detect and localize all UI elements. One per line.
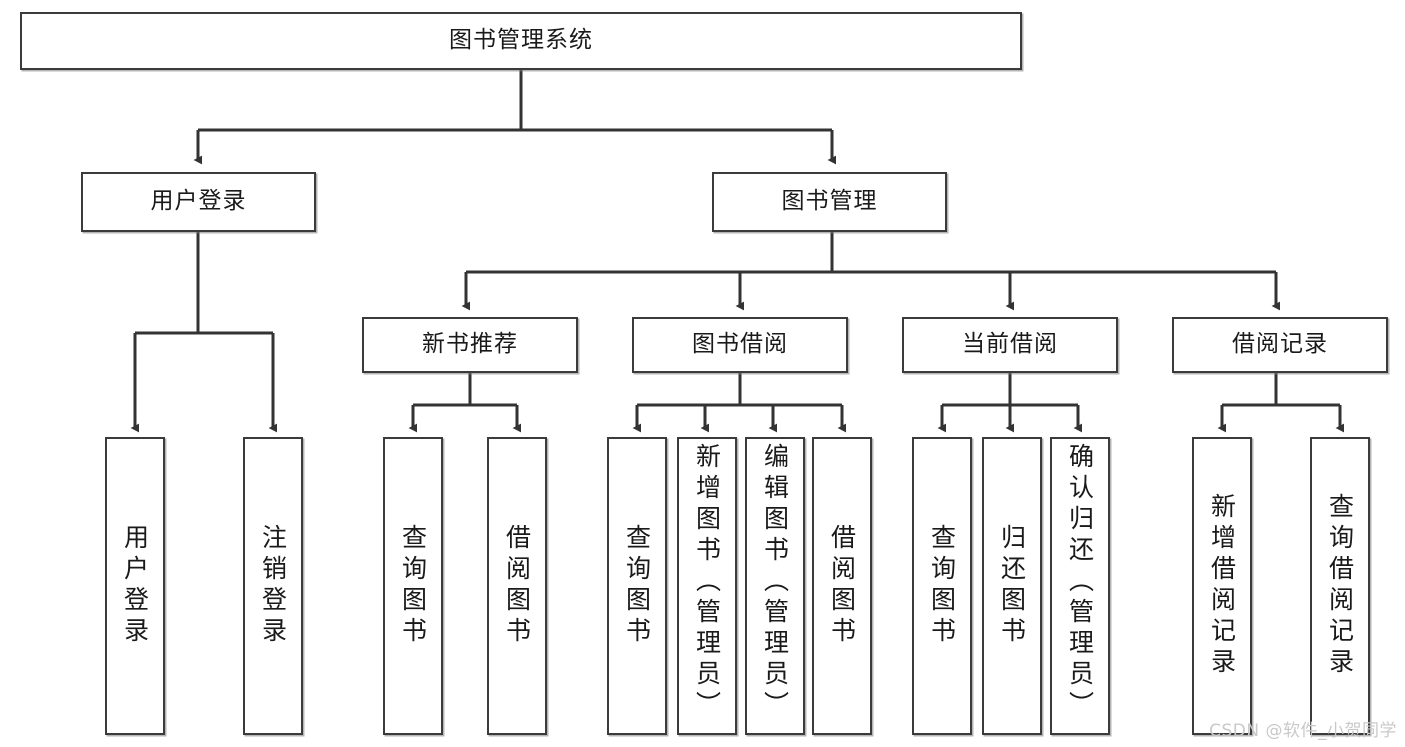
leaf-logout-label: 注销登录	[258, 524, 288, 648]
leaf-edit-book-label: 编辑图书（管理员）	[760, 443, 790, 722]
leaf-confirm-return-label: 确认归还（管理员）	[1065, 443, 1095, 722]
leaf-add-record[interactable]: 新增借阅记录	[1192, 437, 1252, 735]
leaf-query-book-2-label: 查询图书	[622, 524, 652, 648]
leaf-add-record-label: 新增借阅记录	[1207, 493, 1237, 679]
leaf-add-book[interactable]: 新增图书（管理员）	[677, 437, 737, 735]
leaf-confirm-return[interactable]: 确认归还（管理员）	[1050, 437, 1110, 735]
node-current-borrow[interactable]: 当前借阅	[902, 317, 1118, 373]
node-root-label: 图书管理系统	[449, 27, 593, 54]
node-new-book-recommend-label: 新书推荐	[422, 331, 518, 358]
leaf-query-book-1[interactable]: 查询图书	[383, 437, 443, 735]
node-user-login[interactable]: 用户登录	[81, 172, 316, 232]
leaf-borrow-book-1-label: 借阅图书	[502, 524, 532, 648]
node-borrow-record-label: 借阅记录	[1232, 331, 1328, 358]
leaf-query-book-3-label: 查询图书	[927, 524, 957, 648]
leaf-query-record[interactable]: 查询借阅记录	[1310, 437, 1370, 735]
node-current-borrow-label: 当前借阅	[962, 331, 1058, 358]
leaf-borrow-book-1[interactable]: 借阅图书	[487, 437, 547, 735]
leaf-borrow-book-2-label: 借阅图书	[827, 524, 857, 648]
node-book-borrow-label: 图书借阅	[692, 331, 788, 358]
watermark-text: CSDN @软件_小贺同学	[1209, 721, 1397, 741]
leaf-query-record-label: 查询借阅记录	[1325, 493, 1355, 679]
node-user-login-label: 用户登录	[150, 188, 247, 215]
node-book-borrow[interactable]: 图书借阅	[632, 317, 848, 373]
node-book-manage-label: 图书管理	[781, 188, 878, 215]
leaf-return-book-label: 归还图书	[997, 524, 1027, 648]
leaf-add-book-label: 新增图书（管理员）	[692, 443, 722, 722]
node-root[interactable]: 图书管理系统	[20, 12, 1022, 70]
node-new-book-recommend[interactable]: 新书推荐	[362, 317, 578, 373]
leaf-user-login[interactable]: 用户登录	[105, 437, 165, 735]
node-book-manage[interactable]: 图书管理	[712, 172, 947, 232]
leaf-query-book-2[interactable]: 查询图书	[607, 437, 667, 735]
node-borrow-record[interactable]: 借阅记录	[1172, 317, 1388, 373]
leaf-edit-book[interactable]: 编辑图书（管理员）	[745, 437, 805, 735]
leaf-logout[interactable]: 注销登录	[243, 437, 303, 735]
leaf-query-book-1-label: 查询图书	[398, 524, 428, 648]
leaf-user-login-label: 用户登录	[120, 524, 150, 648]
leaf-borrow-book-2[interactable]: 借阅图书	[812, 437, 872, 735]
leaf-return-book[interactable]: 归还图书	[982, 437, 1042, 735]
leaf-query-book-3[interactable]: 查询图书	[912, 437, 972, 735]
